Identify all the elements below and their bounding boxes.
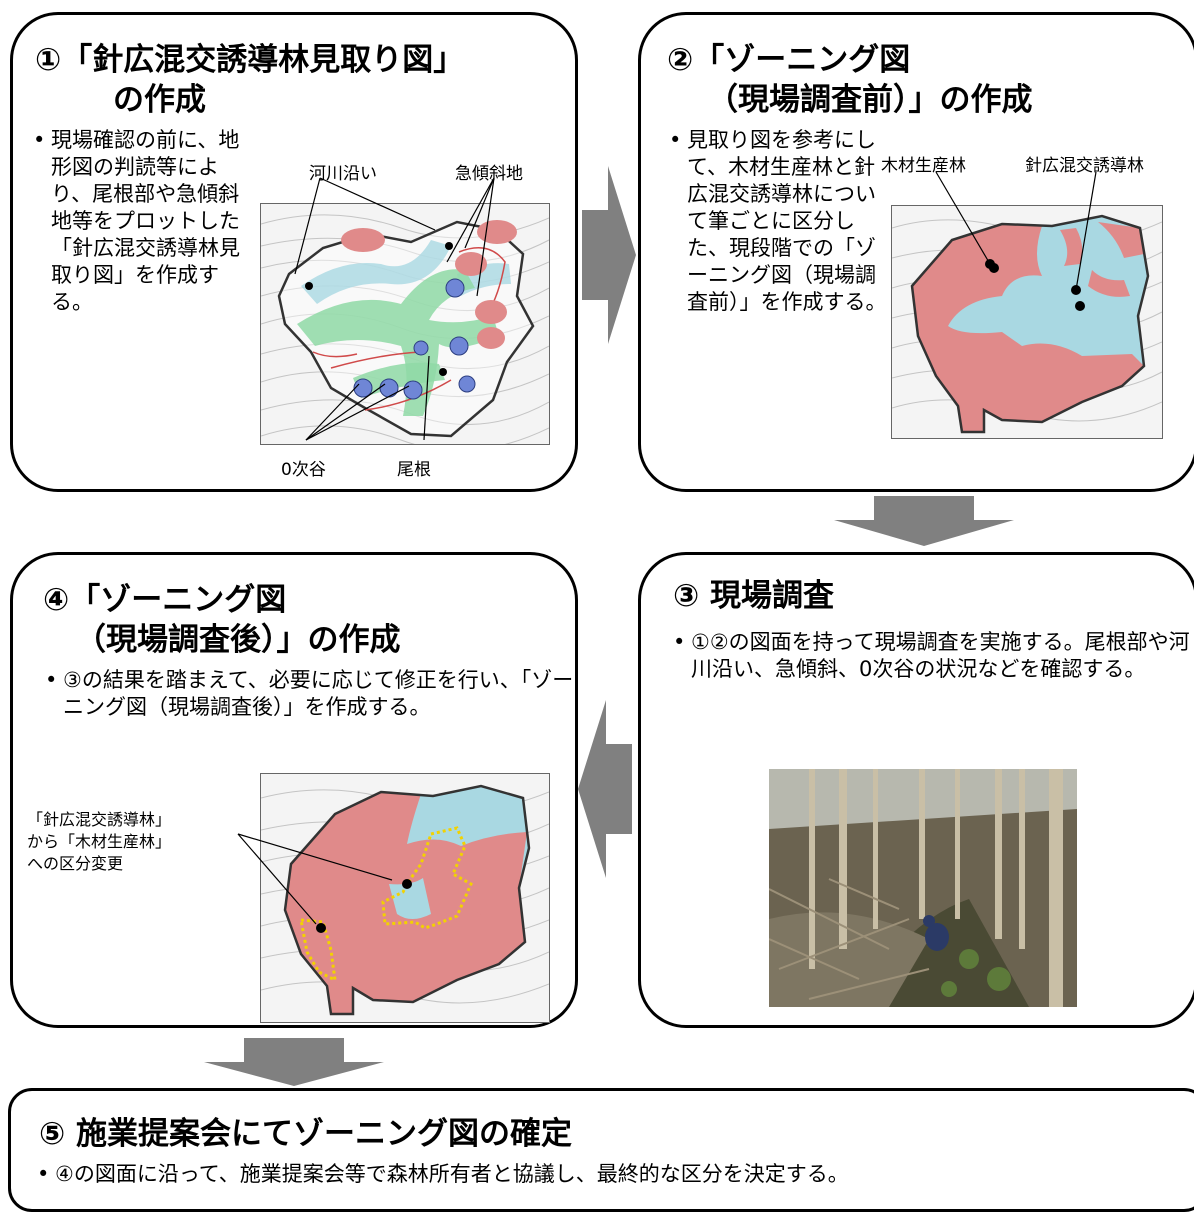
valley-label: 0次谷 xyxy=(281,460,326,480)
step5-title: ⑤ 施業提案会にてゾーニング図の確定 xyxy=(39,1116,573,1152)
timber-forest-label: 木材生産林 xyxy=(881,156,966,176)
step2-description-text: 見取り図を参考にして、木材生産林と針広混交誘導林について筆ごとに区分した、現段階… xyxy=(687,128,887,314)
zoning-map-before xyxy=(891,205,1163,439)
step3-description-text: ①②の図面を持って現場調査を実施する。尾根部や河川沿い、急傾斜、0次谷の状況など… xyxy=(691,630,1190,681)
step2-title-line2: （現場調査前）」の作成 xyxy=(707,82,1033,118)
step3-title: ③ 現場調査 xyxy=(673,578,835,614)
mixed-forest-label: 針広混交誘導林 xyxy=(1025,156,1144,176)
step1-title-line1: ①「針広混交誘導林見取り図」 xyxy=(35,42,465,78)
step4-panel: ④「ゾーニング図 （現場調査後）」の作成 ③の結果を踏まえて、必要に応じて修正を… xyxy=(10,552,578,1028)
step3-description: ①②の図面を持って現場調査を実施する。尾根部や河川沿い、急傾斜、0次谷の状況など… xyxy=(673,629,1194,683)
step5-description: ④の図面に沿って、施業提案会等で森林所有者と協議し、最終的な区分を決定する。 xyxy=(37,1161,1194,1188)
zone-change-note-line3: への区分変更 xyxy=(27,854,124,873)
step1-title-line2: の作成 xyxy=(113,82,206,118)
step2-title-line1: ②「ゾーニング図 xyxy=(667,42,911,78)
step4-title-line1: ④「ゾーニング図 xyxy=(43,582,287,618)
steep-label: 急傾斜地 xyxy=(455,164,523,184)
step1-panel: ①「針広混交誘導林見取り図」 の作成 現場確認の前に、地形図の判読等により、尾根… xyxy=(10,12,578,492)
step3-panel: ③ 現場調査 ①②の図面を持って現場調査を実施する。尾根部や河川沿い、急傾斜、0… xyxy=(638,552,1194,1028)
field-survey-photo xyxy=(769,769,1077,1007)
step1-description-text: 現場確認の前に、地形図の判読等により、尾根部や急傾斜地等をプロットした「針広混交… xyxy=(51,128,240,314)
survey-map xyxy=(260,203,550,445)
step1-description: 現場確認の前に、地形図の判読等により、尾根部や急傾斜地等をプロットした「針広混交… xyxy=(33,127,259,316)
ridge-label: 尾根 xyxy=(397,460,431,480)
step4-description-text: ③の結果を踏まえて、必要に応じて修正を行い、「ゾーニング図（現場調査後）」を作成… xyxy=(63,668,574,719)
arrow-down-icon xyxy=(204,1038,384,1086)
step4-title-line2: （現場調査後）」の作成 xyxy=(75,622,401,658)
zoning-map-after xyxy=(260,773,550,1023)
step5-panel: ⑤ 施業提案会にてゾーニング図の確定 ④の図面に沿って、施業提案会等で森林所有者… xyxy=(8,1088,1194,1212)
zone-change-note: 「針広混交誘導林」 から「木材生産林」 への区分変更 xyxy=(27,809,257,875)
step2-panel: ②「ゾーニング図 （現場調査前）」の作成 見取り図を参考にして、木材生産林と針広… xyxy=(638,12,1194,492)
zone-change-note-line2: から「木材生産林」 xyxy=(27,832,172,851)
step4-description: ③の結果を踏まえて、必要に応じて修正を行い、「ゾーニング図（現場調査後）」を作成… xyxy=(45,667,581,721)
arrow-down-icon xyxy=(834,496,1014,546)
step5-description-text: ④の図面に沿って、施業提案会等で森林所有者と協議し、最終的な区分を決定する。 xyxy=(55,1162,849,1186)
arrow-right-icon xyxy=(582,166,636,344)
arrow-left-icon xyxy=(578,700,632,878)
step2-description: 見取り図を参考にして、木材生産林と針広混交誘導林について筆ごとに区分した、現段階… xyxy=(669,127,893,316)
zone-change-note-line1: 「針広混交誘導林」 xyxy=(27,810,172,829)
river-label: 河川沿い xyxy=(309,164,377,184)
